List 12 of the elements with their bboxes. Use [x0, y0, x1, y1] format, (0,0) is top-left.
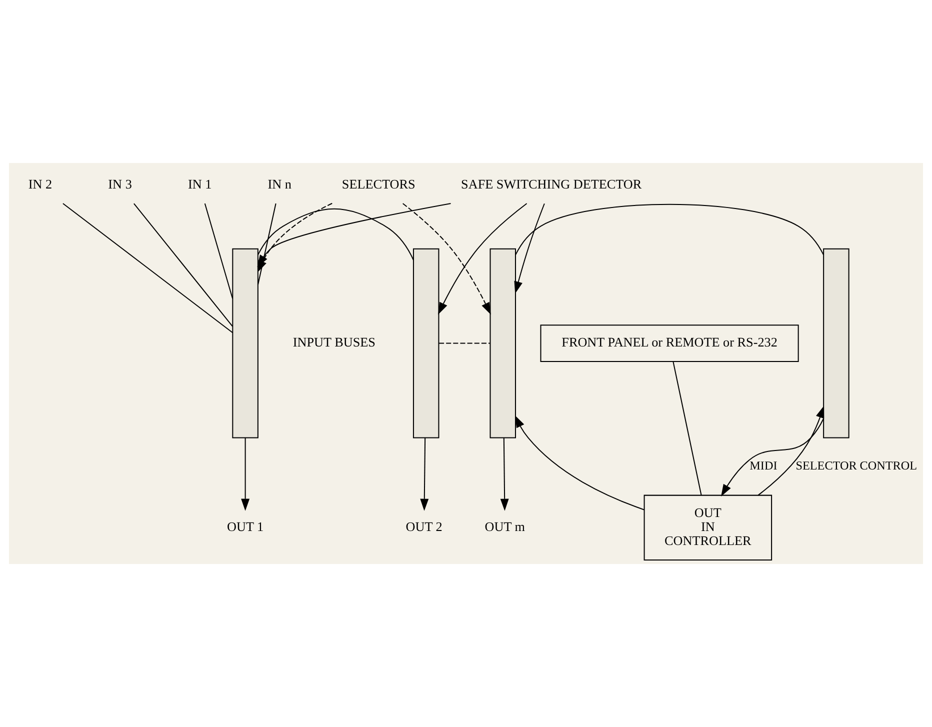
node-text: IN 1	[188, 176, 212, 192]
node-text: OUT 1	[227, 519, 264, 534]
node-text: SAFE SWITCHING DETECTOR	[461, 176, 642, 192]
node-text: IN 2	[28, 176, 52, 192]
edge-label: SELECTOR CONTROL	[796, 458, 918, 473]
node-text: SELECTORS	[342, 176, 416, 192]
edge-label: MIDI	[750, 458, 778, 473]
label: INPUT BUSES	[292, 334, 376, 350]
node-text: OUT 2	[406, 519, 442, 534]
node-text: IN n	[268, 176, 292, 192]
node-text: OUT m	[484, 519, 526, 534]
node-text: IN 3	[108, 176, 132, 192]
